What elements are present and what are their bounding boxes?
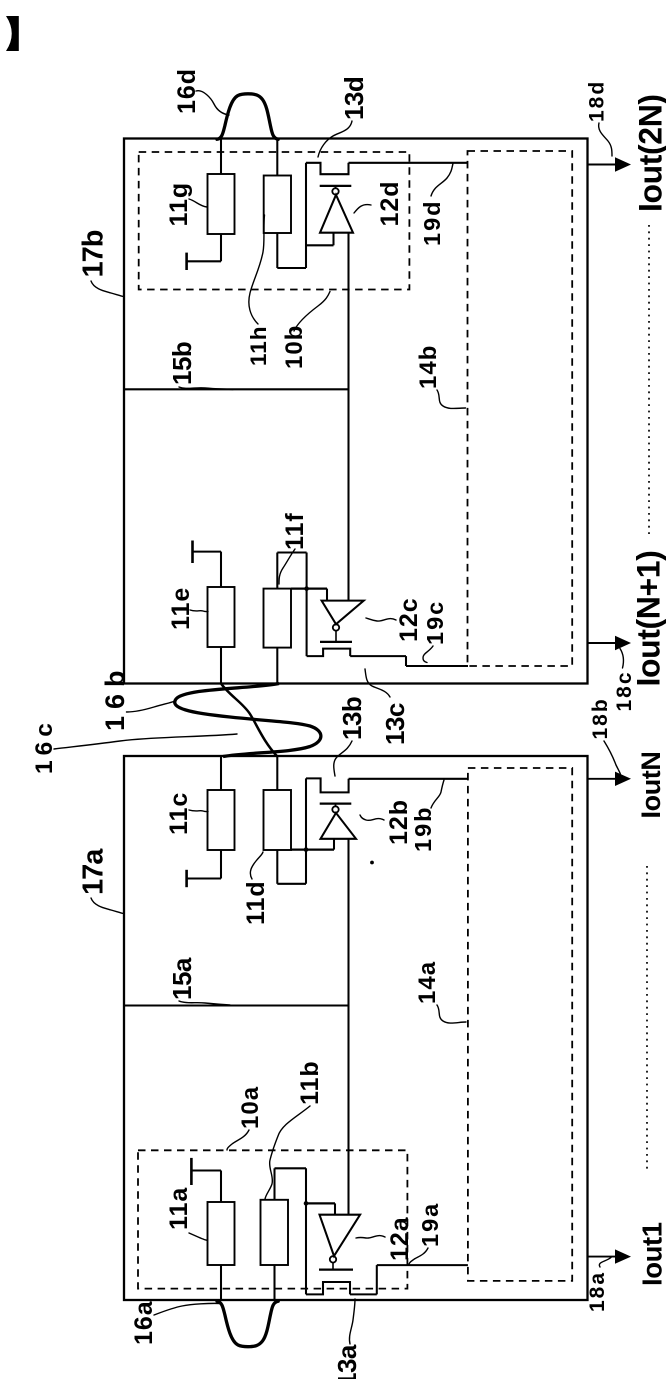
svg-text:Iout(2N): Iout(2N) — [633, 94, 666, 212]
svg-text:19a: 19a — [417, 1202, 443, 1247]
svg-text:18b: 18b — [589, 697, 612, 739]
svg-text:10b: 10b — [281, 325, 308, 369]
svg-text:18d: 18d — [586, 80, 609, 122]
svg-text:13d: 13d — [339, 77, 369, 120]
svg-text:16b: 16b — [100, 663, 130, 731]
svg-text:14a: 14a — [414, 961, 441, 1004]
svg-text:18c: 18c — [613, 670, 636, 711]
svg-text:12a: 12a — [386, 1216, 414, 1261]
svg-text:19d: 19d — [419, 200, 445, 247]
svg-text:13a: 13a — [332, 1344, 362, 1379]
svg-text:18a: 18a — [586, 1271, 609, 1312]
svg-text:19c: 19c — [422, 600, 448, 645]
svg-text:13c: 13c — [380, 703, 410, 745]
svg-text:11a: 11a — [165, 1187, 193, 1230]
svg-text:16c: 16c — [31, 718, 58, 774]
svg-text:12d: 12d — [376, 180, 404, 226]
svg-text:12c: 12c — [395, 597, 423, 642]
svg-text:12b: 12b — [385, 799, 413, 845]
svg-text:11g: 11g — [165, 182, 193, 227]
svg-text:15b: 15b — [167, 342, 197, 385]
svg-text:IoutN: IoutN — [636, 752, 666, 819]
svg-text:16a: 16a — [130, 1300, 158, 1345]
svg-text:11e: 11e — [167, 587, 195, 630]
svg-text:11d: 11d — [242, 880, 270, 925]
svg-text:Iout1: Iout1 — [637, 1222, 666, 1286]
svg-text:14b: 14b — [415, 345, 442, 389]
svg-text:11f: 11f — [281, 512, 309, 550]
svg-text:Iout(N+1): Iout(N+1) — [631, 551, 666, 687]
svg-text:11h: 11h — [246, 325, 271, 366]
svg-text:13b: 13b — [337, 697, 367, 740]
svg-text:10a: 10a — [237, 1086, 264, 1129]
svg-text:17a: 17a — [78, 848, 110, 895]
svg-text:11b: 11b — [296, 1060, 324, 1105]
svg-text:15a: 15a — [167, 957, 197, 1000]
svg-text:11c: 11c — [165, 792, 193, 835]
svg-text:17b: 17b — [78, 230, 110, 277]
svg-text:19b: 19b — [410, 806, 436, 853]
